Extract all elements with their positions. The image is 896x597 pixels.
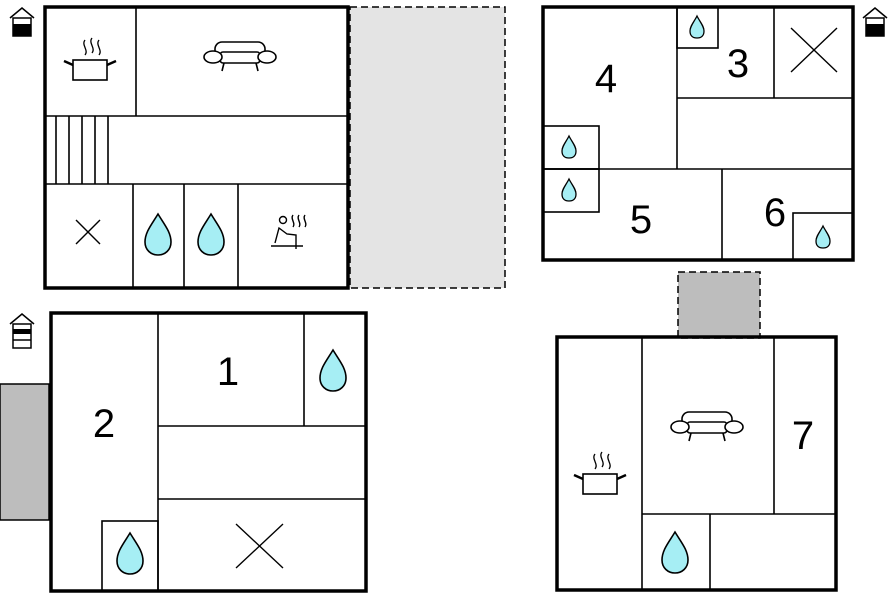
room-number-1: 1 [217, 350, 239, 394]
floor-b-outline [541, 5, 855, 262]
floor-d-outline [555, 335, 838, 592]
water-drop-icon [661, 531, 689, 574]
stove-icon [572, 450, 628, 496]
annex [677, 271, 761, 339]
floor-a-outline [43, 5, 350, 290]
water-drop-icon [197, 213, 225, 256]
stove-icon [62, 36, 118, 82]
room-number-7: 7 [792, 414, 814, 458]
water-drop-icon [144, 213, 172, 256]
floor-a [9, 5, 506, 290]
water-drop-icon [319, 349, 347, 392]
water-drop-icon [561, 178, 577, 202]
room-number-2: 2 [93, 402, 115, 446]
floor-indicator-middle-icon [9, 313, 35, 349]
bed-icon [790, 27, 838, 73]
water-drop-icon [815, 225, 831, 249]
terrace [349, 6, 506, 289]
room-number-3: 3 [727, 42, 749, 86]
floor-b: 4 3 5 6 [541, 5, 888, 262]
bed-icon [235, 523, 284, 569]
stairs-icon [55, 116, 109, 184]
floor-indicator-top-icon [862, 7, 888, 37]
bed-icon [75, 219, 101, 245]
sofa-icon [670, 411, 744, 442]
sauna-icon [271, 214, 307, 249]
floor-c-outline [49, 311, 368, 593]
room-number-6: 6 [764, 191, 786, 235]
annex [0, 383, 50, 521]
water-drop-icon [561, 135, 577, 159]
room-number-4: 4 [595, 57, 617, 101]
water-drop-icon [689, 15, 705, 39]
floor-c: 1 2 [0, 311, 368, 593]
sofa-icon [203, 41, 277, 72]
room-number-5: 5 [630, 198, 652, 242]
floor-d: 7 [555, 271, 838, 592]
floor-indicator-top-icon [9, 7, 35, 37]
water-drop-icon [116, 532, 144, 575]
